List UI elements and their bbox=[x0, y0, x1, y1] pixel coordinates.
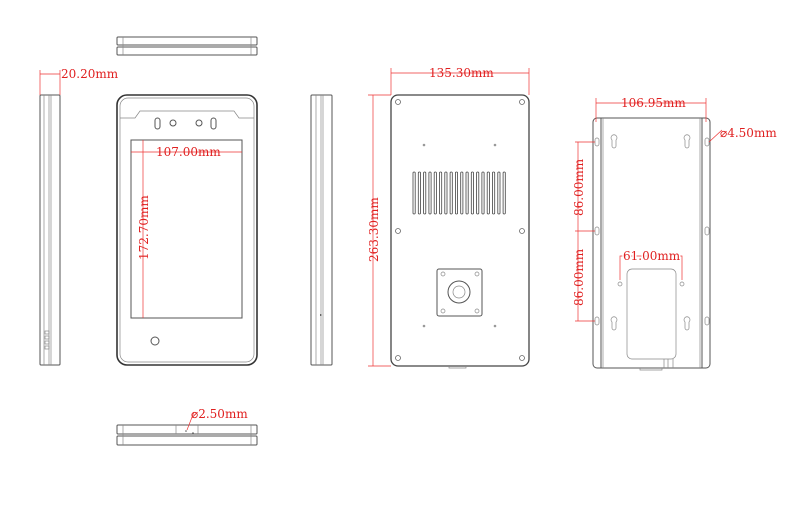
vent-slot bbox=[492, 171, 496, 215]
dimension-bracket-inner-spacing: 61.00mm bbox=[623, 249, 681, 263]
vent-grille bbox=[412, 171, 506, 215]
vent-slot bbox=[497, 171, 501, 215]
dimension-bracket-width: 106.95mm bbox=[621, 96, 686, 110]
vent-slot bbox=[465, 171, 469, 215]
dimension-back-height: 263.30mm bbox=[367, 197, 381, 262]
fingerprint-button bbox=[150, 336, 160, 346]
dimension-bottom-hole: ⌀2.50mm bbox=[191, 407, 248, 421]
dimension-screen-height: 172.70mm bbox=[137, 195, 151, 260]
back-view: 135.30mm 263.30mm bbox=[367, 66, 530, 369]
front-view: 107.00mm 172.70mm bbox=[116, 94, 258, 366]
left-side-view: 20.20mm bbox=[39, 67, 119, 366]
vent-slot bbox=[423, 171, 427, 215]
camera-icon bbox=[169, 119, 177, 127]
vent-slot bbox=[502, 171, 506, 215]
dimension-side-depth: 20.20mm bbox=[61, 67, 119, 81]
vent-slot bbox=[454, 171, 458, 215]
dimension-bracket-spacing-upper: 86.00mm bbox=[572, 158, 586, 216]
vent-slot bbox=[439, 171, 443, 215]
right-side-view bbox=[310, 94, 333, 366]
vent-slot bbox=[444, 171, 448, 215]
sensor-icon bbox=[154, 117, 161, 130]
dimension-bracket-spacing-lower: 86.00mm bbox=[572, 248, 586, 306]
vent-slot bbox=[428, 171, 432, 215]
wall-bracket-view: 106.95mm ⌀4.50mm 86.00mm 86.00mm 61.00mm bbox=[572, 96, 777, 371]
vent-slot bbox=[433, 171, 437, 215]
vent-slot bbox=[460, 171, 464, 215]
vent-slot bbox=[412, 171, 416, 215]
dimension-back-width: 135.30mm bbox=[429, 66, 494, 80]
mount-plate bbox=[436, 268, 483, 317]
keyhole-slots bbox=[610, 134, 691, 331]
vent-slot bbox=[476, 171, 480, 215]
side-buttons bbox=[44, 330, 50, 350]
screen bbox=[130, 139, 243, 319]
bottom-view: ⌀2.50mm bbox=[116, 407, 258, 446]
vent-slot bbox=[486, 171, 490, 215]
camera-icon bbox=[195, 119, 203, 127]
vent-slot bbox=[481, 171, 485, 215]
vent-slot bbox=[470, 171, 474, 215]
vent-slot bbox=[417, 171, 421, 215]
dimension-bracket-hole: ⌀4.50mm bbox=[720, 126, 777, 140]
dimension-screen-width: 107.00mm bbox=[156, 145, 221, 159]
top-view bbox=[116, 36, 258, 56]
sensor-icon bbox=[210, 117, 217, 130]
vent-slot bbox=[449, 171, 453, 215]
